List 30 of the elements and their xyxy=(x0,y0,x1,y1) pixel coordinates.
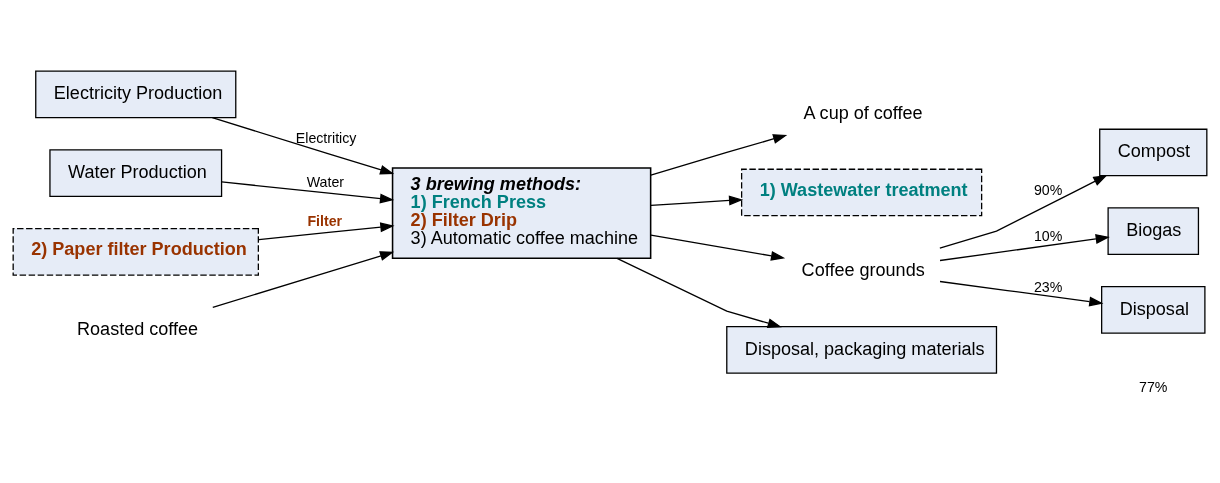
arrow xyxy=(939,175,1108,249)
label: 77% xyxy=(1139,379,1168,396)
arrow xyxy=(650,134,788,176)
arrow xyxy=(211,117,395,175)
node-text: Coffee grounds xyxy=(801,259,925,280)
node-box: Disposal, packaging materials xyxy=(726,326,998,374)
edge-label: Filter xyxy=(307,212,343,229)
node-box: 2) Paper filter Production xyxy=(12,227,259,276)
arrow xyxy=(258,222,395,241)
arrow xyxy=(650,195,744,206)
node-box: Biogas xyxy=(1107,207,1200,256)
node-box: Compost xyxy=(1099,128,1208,177)
edge-label: Water xyxy=(306,174,345,191)
node-box: 3 brewing methods: 1) French Press 2) Filter Drip 3) Automatic coffee machine xyxy=(391,167,652,260)
node-text: A cup of coffee xyxy=(803,102,923,123)
arrow xyxy=(221,181,395,204)
node-box: Electricity Production xyxy=(35,70,237,119)
arrow xyxy=(212,251,395,308)
arrow xyxy=(939,234,1110,262)
arrow xyxy=(650,234,786,261)
node-box: Water Production xyxy=(49,149,223,197)
edge-label: 90% xyxy=(1033,181,1063,198)
node-text: Roasted coffee xyxy=(77,319,199,340)
edge-label: 23% xyxy=(1033,278,1063,295)
node-box: Disposal xyxy=(1101,286,1206,334)
arrow xyxy=(939,280,1104,307)
node-box: 1) Wastewater treatment xyxy=(741,168,983,217)
edge-label: 10% xyxy=(1033,228,1063,245)
edge-label: Electriticy xyxy=(295,130,357,147)
arrow xyxy=(616,257,782,328)
